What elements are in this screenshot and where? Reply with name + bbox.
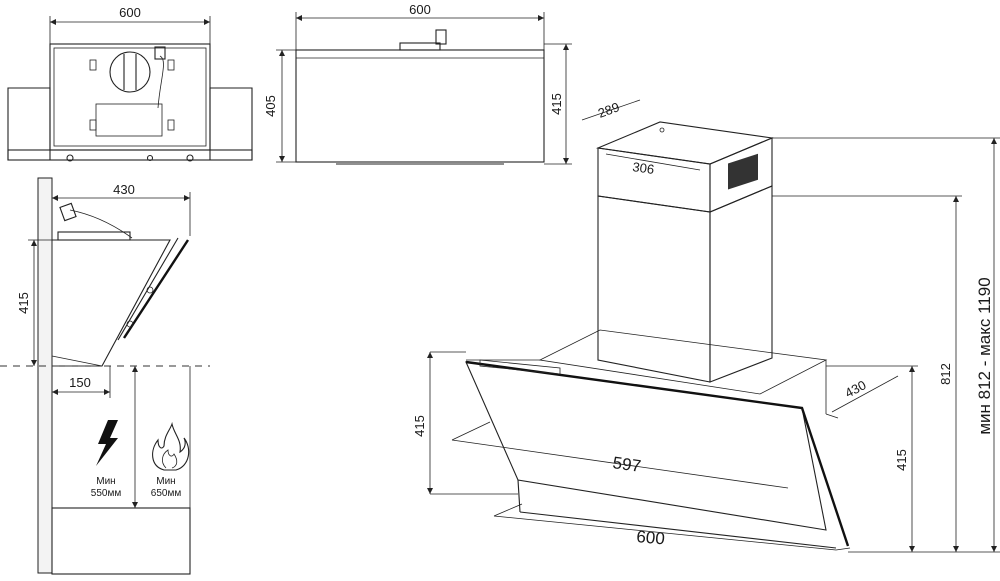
body-width-label: 600	[636, 527, 666, 548]
body-depth-label: 430	[842, 377, 868, 400]
gas-distance-label: 650мм	[151, 488, 182, 499]
glass-height-label: 415	[412, 415, 427, 437]
top-width-label: 600	[409, 2, 431, 17]
lightning-icon	[96, 420, 118, 466]
gas-min-label: Мин	[156, 476, 175, 487]
top-right-height-label: 415	[549, 93, 564, 115]
flame-icon	[152, 421, 190, 471]
glass-width-label: 597	[611, 453, 642, 476]
top-view: 600 405 415	[263, 2, 572, 165]
side-view: 430 415 150 Мин 550мм	[0, 177, 210, 575]
body-height-label: 415	[894, 449, 909, 471]
electric-min-label: Мин	[96, 476, 115, 487]
front-width-label: 600	[119, 5, 141, 20]
side-height-label: 415	[16, 292, 31, 314]
electric-distance-label: 550мм	[91, 488, 122, 499]
side-depth-label: 430	[113, 182, 135, 197]
front-view: 600	[7, 5, 253, 162]
chimney-depth-label: 289	[596, 99, 622, 121]
isometric-view: 289 306 597 600 430 415	[412, 99, 1000, 553]
total-height-label: 812	[938, 363, 953, 385]
height-range-label: мин 812 - макс 1190	[975, 277, 994, 434]
top-left-height-label: 405	[263, 95, 278, 117]
side-offset-label: 150	[69, 375, 91, 390]
chimney-width-label: 306	[632, 159, 656, 177]
